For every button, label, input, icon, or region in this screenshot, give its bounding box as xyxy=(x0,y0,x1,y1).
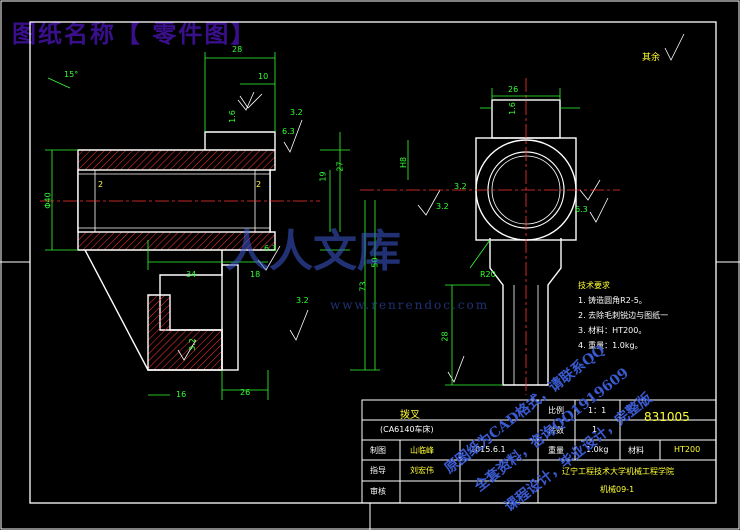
scale-label: 比例 xyxy=(548,406,564,415)
tech-heading: 技术要求 xyxy=(578,281,610,290)
drawing-number: 831005 xyxy=(644,410,690,424)
tech-item: 2. 去除毛刺锐边与图纸一 xyxy=(578,311,669,320)
dim-28r: 28 xyxy=(440,331,450,342)
dim-6-3r: 6.3 xyxy=(575,205,588,214)
draw-label: 制图 xyxy=(370,446,386,455)
drawer-name: 山临峰 xyxy=(410,446,434,455)
dim-h8: H8 xyxy=(399,156,409,169)
dim-10: 10 xyxy=(258,72,269,81)
draw-date: 2015.6.1 xyxy=(470,445,506,454)
material-label: 材料 xyxy=(628,446,644,455)
dim-r20: R20 xyxy=(480,270,496,279)
review-label: 审核 xyxy=(370,487,386,496)
dim-15deg: 15° xyxy=(64,70,79,79)
dim-26r: 26 xyxy=(508,85,519,94)
weight-label: 重量 xyxy=(548,446,564,455)
dim-3-2c: 3.2 xyxy=(187,338,197,351)
material-value: HT200 xyxy=(674,445,701,454)
dim-1-6a: 1.6 xyxy=(227,110,237,123)
roughness-other-label: 其余 xyxy=(642,53,661,63)
dim-73: 73 xyxy=(358,281,368,292)
left-dimensions xyxy=(45,52,380,400)
dim-19: 19 xyxy=(318,171,328,182)
tech-item: 1. 铸造圆角R2-5。 xyxy=(578,296,647,305)
tech-item: 4. 重量：1.0kg。 xyxy=(578,341,643,350)
dim-18: 18 xyxy=(250,270,261,279)
class-name: 机械09-1 xyxy=(600,485,635,494)
guide-label: 指导 xyxy=(370,466,386,475)
dim-26: 26 xyxy=(240,388,251,397)
dim-6-3b: 6.3 xyxy=(264,244,277,253)
dim-1-6r: 1.6 xyxy=(507,102,517,115)
dim-3-2b: 3.2 xyxy=(296,296,309,305)
qty-label: 件数 xyxy=(548,426,564,435)
guide-name: 刘宏伟 xyxy=(410,466,434,475)
arm-profile xyxy=(489,238,562,386)
part-name: 拨叉 xyxy=(400,410,420,421)
tech-item: 3. 材料：HT200。 xyxy=(578,326,647,335)
dim-3-2a: 3.2 xyxy=(290,108,303,117)
dim-2b: 2 xyxy=(256,180,262,189)
dim-34: 34 xyxy=(186,270,197,279)
dim-16: 16 xyxy=(176,390,187,399)
section-view xyxy=(40,131,320,371)
right-dimensions xyxy=(407,88,580,386)
qty-value: 1 xyxy=(592,425,598,434)
watermark-url: www.renrendoc.com xyxy=(330,298,490,312)
dim-phi40: Φ40 xyxy=(43,192,53,209)
weight-value: 1.0kg xyxy=(586,445,609,454)
tech-requirements: 技术要求 1. 铸造圆角R2-5。 2. 去除毛刺锐边与图纸一 3. 材料：HT… xyxy=(578,278,668,353)
dim-3-2l: 3.2 xyxy=(436,202,449,211)
title-block-lines xyxy=(361,399,717,504)
end-view xyxy=(360,78,620,395)
drawing-title: 图纸名称【 零件图】 xyxy=(12,19,257,48)
dim-3-2r: 3.2 xyxy=(454,182,467,191)
watermark-main: 人人文库 xyxy=(225,226,401,277)
dim-2a: 2 xyxy=(98,180,104,189)
part-subtitle: (CA6140车床) xyxy=(380,425,434,434)
scale-value: 1：1 xyxy=(588,406,607,415)
dim-27: 27 xyxy=(335,161,345,172)
roughness-marks xyxy=(177,33,685,383)
school-name: 辽宁工程技术大学机械工程学院 xyxy=(562,467,674,476)
dim-6-3a: 6.3 xyxy=(282,127,295,136)
dim-28: 28 xyxy=(232,45,243,54)
